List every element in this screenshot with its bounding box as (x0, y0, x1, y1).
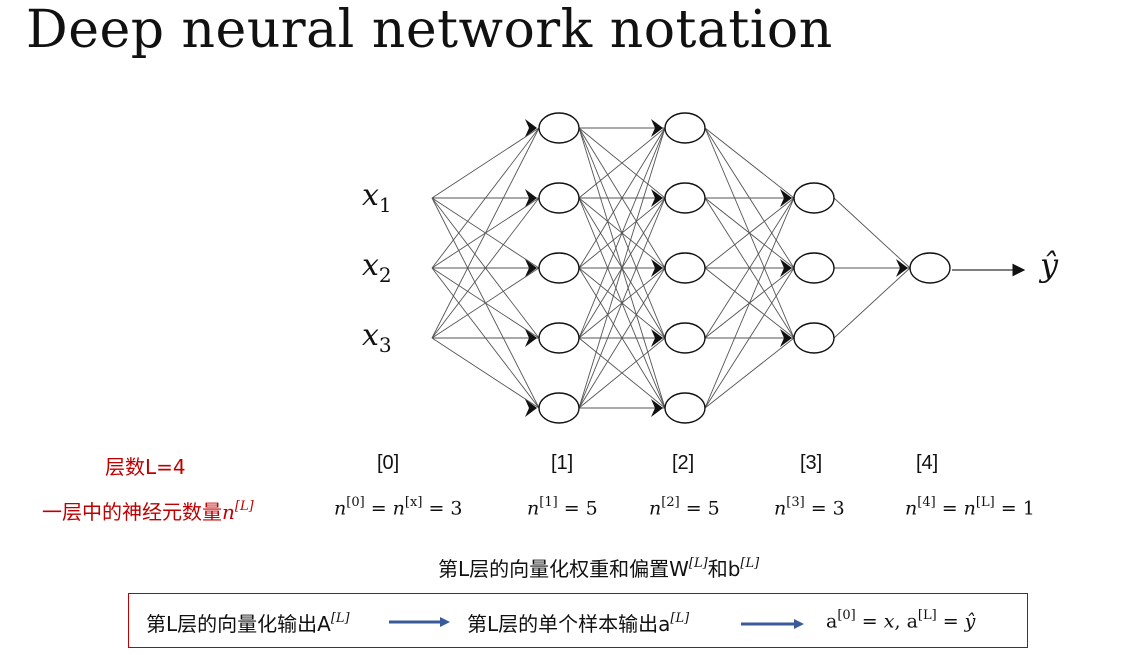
edge-arrowhead (651, 259, 663, 277)
edge (578, 127, 666, 339)
edge (578, 127, 666, 409)
units-eq-layer4: n[4] = n[L] = 1 (905, 495, 1035, 520)
edge (833, 197, 911, 269)
layer-index-2: [2] (672, 452, 695, 474)
layer-index-0: [0] (377, 452, 400, 474)
units-eq-layer0: n[0] = n[x] = 3 (334, 495, 463, 520)
input-x3-label: x3 (362, 318, 392, 357)
vectorized-output-label: 第L层的向量化输出A[L] (146, 611, 350, 636)
edge-arrowhead (780, 259, 792, 277)
notation-summary-box (128, 593, 1028, 648)
edge (578, 267, 666, 409)
output-yhat-label: ŷ (1040, 246, 1059, 284)
edge (833, 267, 911, 339)
input-x1-label: x1 (362, 178, 392, 217)
neuron-l1-5 (538, 392, 580, 424)
edge-arrowhead (525, 189, 537, 207)
neuron-l4-1 (909, 252, 951, 284)
edge (431, 197, 540, 339)
edge (578, 337, 666, 409)
edge (431, 127, 540, 269)
edge (704, 337, 795, 409)
edge (704, 197, 795, 339)
edge (704, 197, 795, 269)
edge-arrowhead (525, 119, 537, 137)
units-eq-layer3: n[3] = 3 (774, 495, 845, 520)
edge-arrowhead (780, 329, 792, 347)
units-eq-layer2: n[2] = 5 (649, 495, 720, 520)
edge-arrowhead (525, 259, 537, 277)
neuron-l3-2 (793, 252, 835, 284)
edge (431, 267, 540, 339)
edge-arrowhead (651, 189, 663, 207)
layer-index-3: [3] (800, 452, 823, 474)
edge-arrowhead (525, 329, 537, 347)
edge (431, 337, 540, 409)
layer-count-label: 层数L=4 (105, 455, 186, 479)
edge-arrowhead (651, 119, 663, 137)
neuron-l2-1 (664, 112, 706, 144)
arrow-1 (389, 617, 450, 627)
page-title: Deep neural network notation (26, 0, 833, 60)
single-sample-output-label: 第L层的单个样本输出a[L] (467, 611, 690, 636)
units-per-layer-label: 一层中的神经元数量n[L] (42, 499, 254, 524)
neuron-l2-3 (664, 252, 706, 284)
edge (578, 127, 666, 199)
edge-arrowhead (525, 399, 537, 417)
arrow-2 (741, 619, 804, 629)
edge (578, 127, 666, 269)
edge (431, 127, 540, 199)
neuron-l2-2 (664, 182, 706, 214)
neuron-l3-3 (793, 322, 835, 354)
edge-arrowhead (780, 189, 792, 207)
edge (431, 127, 540, 339)
edge (704, 267, 795, 409)
units-eq-layer1: n[1] = 5 (527, 495, 598, 520)
layer-index-4: [4] (916, 452, 939, 474)
weights-biases-label: 第L层的向量化权重和偏置W[L]和b[L] (438, 556, 760, 581)
layer-index-1: [1] (551, 452, 574, 474)
edge-arrowhead (651, 399, 663, 417)
neuron-l1-4 (538, 322, 580, 354)
edge-arrowhead (896, 259, 908, 277)
edge (704, 127, 795, 199)
neuron-l3-1 (793, 182, 835, 214)
network-edges (431, 127, 911, 409)
edge-arrowhead (651, 329, 663, 347)
neuron-l2-4 (664, 322, 706, 354)
network-nodes (525, 112, 951, 424)
neuron-l2-5 (664, 392, 706, 424)
neuron-l1-3 (538, 252, 580, 284)
edge (578, 197, 666, 409)
edge (704, 197, 795, 409)
neural-network-diagram (431, 112, 1026, 424)
neuron-l1-1 (538, 112, 580, 144)
input-x2-label: x2 (362, 248, 392, 287)
input-output-equation: a[0] = x, a[L] = ŷ (826, 608, 976, 633)
neuron-l1-2 (538, 182, 580, 214)
